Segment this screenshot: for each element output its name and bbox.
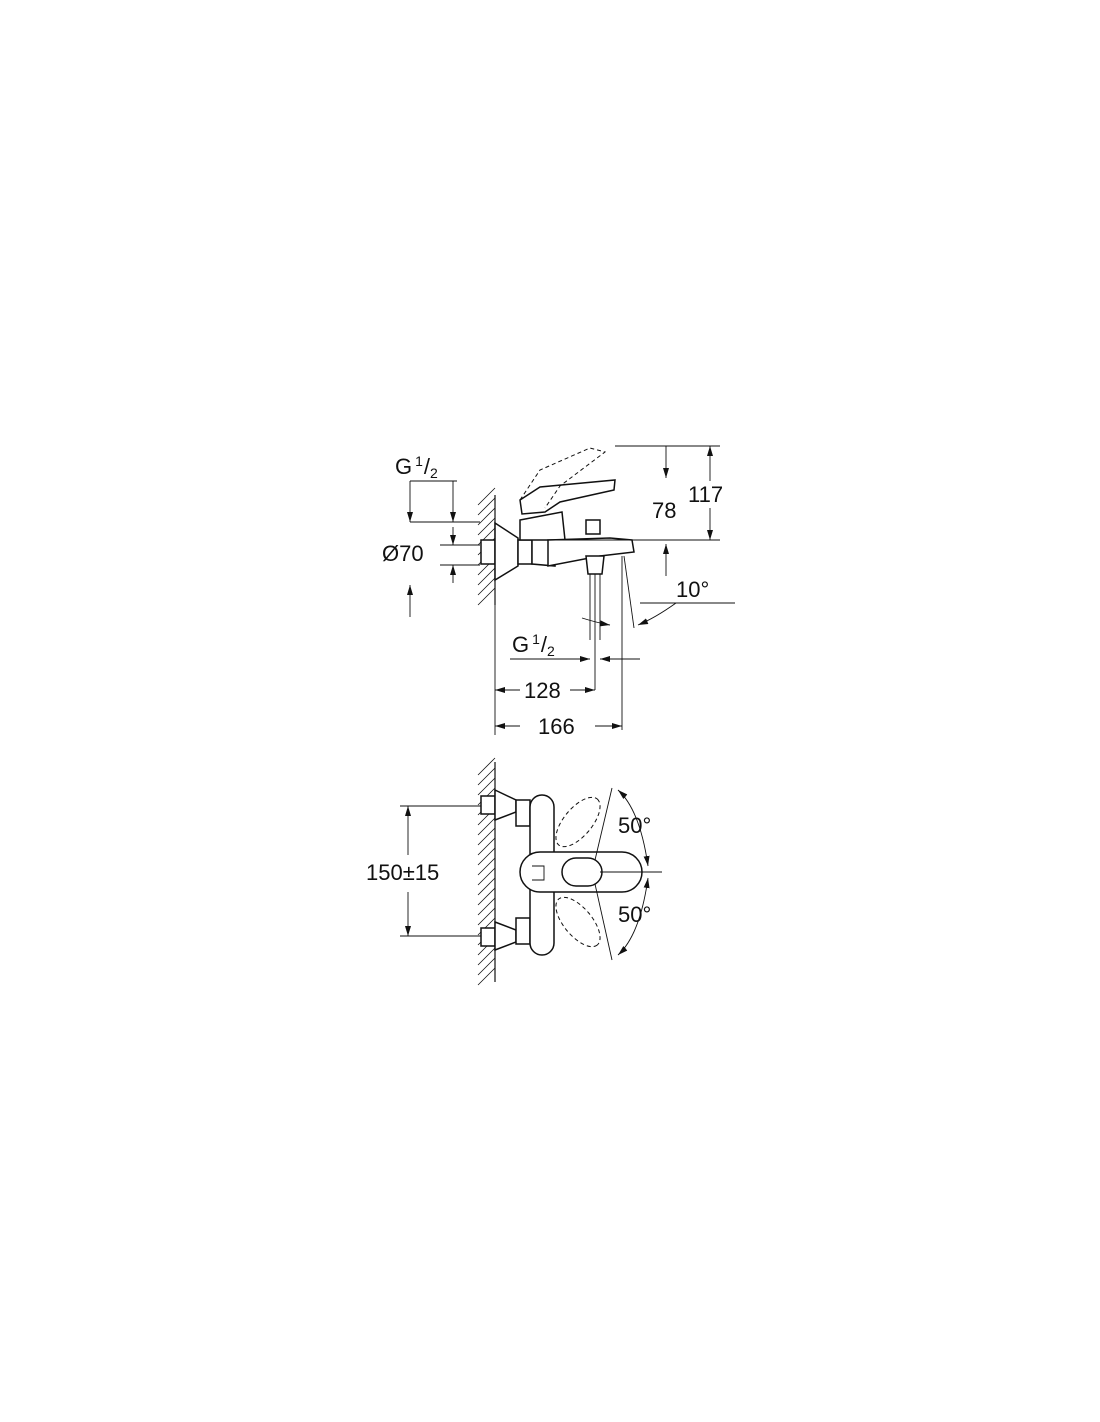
spout-angle-label: 10° <box>676 577 709 602</box>
dim-escutcheon-diameter: Ø70 <box>382 527 480 617</box>
depth-128-label: 128 <box>524 678 561 703</box>
dim-spout-angle: 10° <box>581 577 735 627</box>
height-78-label: 78 <box>652 498 676 523</box>
wall-top <box>477 757 496 986</box>
dim-depths: 128 166 <box>494 605 622 739</box>
depth-166-label: 166 <box>538 714 575 739</box>
top-view: 150±15 50° 50° <box>366 757 662 986</box>
rotation-lower-label: 50° <box>618 902 651 927</box>
dim-heights: 78 117 <box>548 445 723 576</box>
faucet-top <box>480 787 662 961</box>
faucet-side <box>480 447 635 730</box>
dim-centers: 150±15 <box>366 805 481 937</box>
rotation-upper-label: 50° <box>618 813 651 838</box>
centers-label: 150±15 <box>366 860 439 885</box>
dim-rotation: 50° 50° <box>617 789 651 956</box>
height-117-label: 117 <box>688 482 723 507</box>
escutcheon-diameter-label: Ø70 <box>382 541 424 566</box>
